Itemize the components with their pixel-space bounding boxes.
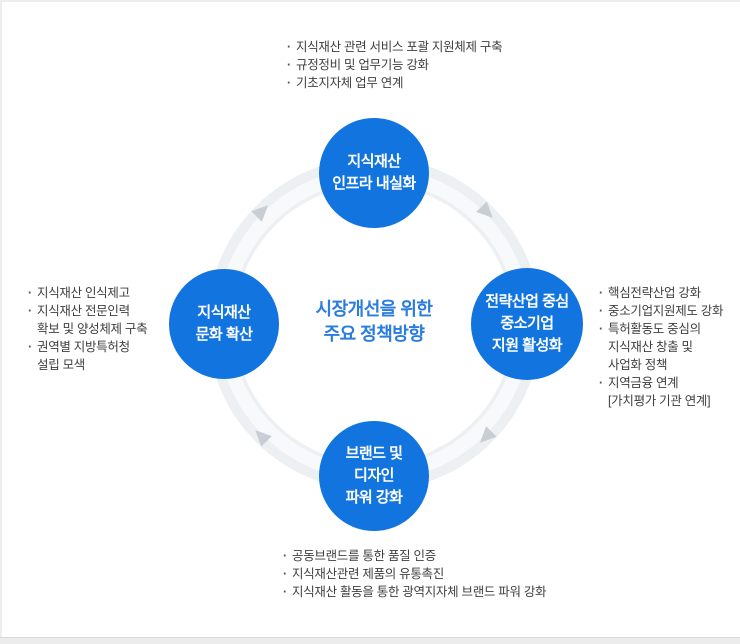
node-label-line: 지원 활성화 (491, 337, 563, 354)
list-ip-infrastructure: 지식재산 관련 서비스 포괄 지원체제 구축 규정정비 및 업무기능 강화 기초… (287, 38, 567, 92)
list-line: 지식재산 창출 및 (608, 340, 693, 354)
list-line: 지식재산 활동을 통한 광역지자체 브랜드 파워 강화 (292, 585, 547, 599)
list-line: 지식재산 전문인력 (37, 304, 130, 318)
node-label-line: 브랜드 및 (345, 445, 403, 462)
list-item: 지식재산 관련 서비스 포괄 지원체제 구축 (287, 38, 567, 56)
list-line: 지식재산 관련 서비스 포괄 지원체제 구축 (296, 40, 503, 54)
node-label: 지식재산 인프라 내실화 (332, 151, 416, 195)
node-label: 브랜드 및 디자인 파워 강화 (346, 443, 403, 509)
list-line: [가치평가 기관 연계] (608, 394, 711, 408)
node-label: 전략산업 중심 중소기업 지원 활성화 (485, 291, 569, 357)
node-sme-support: 전략산업 중심 중소기업 지원 활성화 (471, 268, 583, 380)
list-item: 공동브랜드를 통한 품질 인증 (283, 547, 583, 565)
node-label-line: 지식재산 (347, 153, 401, 170)
node-label-line: 인프라 내실화 (332, 175, 416, 192)
node-label-line: 중소기업 (500, 315, 554, 332)
list-line: 지식재산 인식제고 (37, 286, 130, 300)
list-ip-culture: 지식재산 인식제고 지식재산 전문인력 확보 및 양성체제 구축 권역별 지방특… (28, 284, 188, 374)
list-item: 지식재산 활동을 통한 광역지자체 브랜드 파워 강화 (283, 583, 583, 601)
list-line: 지식재산관련 제품의 유통촉진 (292, 567, 444, 581)
node-ip-infrastructure: 지식재산 인프라 내실화 (319, 118, 429, 228)
list-sme-support: 핵심전략산업 강화 중소기업지원제도 강화 특허활동도 중심의 지식재산 창출 … (599, 284, 739, 410)
list-line: 확보 및 양성체제 구축 (37, 322, 148, 336)
clockwise-arrow-icon (251, 205, 268, 222)
list-item: 지식재산 인식제고 (28, 284, 188, 302)
center-title-line: 주요 정책방향 (323, 324, 425, 344)
clockwise-arrow-icon (480, 426, 497, 443)
list-item: 중소기업지원제도 강화 (599, 302, 739, 320)
page-left-border (0, 0, 2, 644)
node-label-line: 디자인 (354, 467, 394, 484)
list-item: 권역별 지방특허청 설립 모색 (28, 338, 188, 374)
list-item: 핵심전략산업 강화 (599, 284, 739, 302)
page-top-border (0, 0, 740, 2)
list-item: 지역금융 연계 [가치평가 기관 연계] (599, 374, 739, 410)
node-label-line: 문화 확산 (195, 326, 253, 343)
node-label-line: 파워 강화 (345, 489, 403, 506)
list-item: 지식재산 전문인력 확보 및 양성체제 구축 (28, 302, 188, 338)
list-line: 중소기업지원제도 강화 (608, 304, 724, 318)
center-title: 시장개선을 위한 주요 정책방향 (254, 297, 494, 347)
list-item: 지식재산관련 제품의 유통촉진 (283, 565, 583, 583)
list-line: 기초지자체 업무 연계 (296, 76, 404, 90)
list-item: 기초지자체 업무 연계 (287, 74, 567, 92)
list-item: 특허활동도 중심의 지식재산 창출 및 사업화 정책 (599, 320, 739, 374)
list-line: 설립 모색 (37, 358, 85, 372)
list-brand-design: 공동브랜드를 통한 품질 인증 지식재산관련 제품의 유통촉진 지식재산 활동을… (283, 547, 583, 601)
clockwise-arrow-icon (476, 201, 493, 218)
list-line: 사업화 정책 (608, 358, 668, 372)
center-title-line: 시장개선을 위한 (315, 299, 433, 319)
list-line: 핵심전략산업 강화 (608, 286, 701, 300)
list-line: 특허활동도 중심의 (608, 322, 701, 336)
node-label: 지식재산 문화 확산 (196, 302, 253, 346)
list-line: 지역금융 연계 (608, 376, 679, 390)
list-line: 공동브랜드를 통한 품질 인증 (292, 549, 436, 563)
clockwise-arrow-icon (255, 430, 272, 447)
node-brand-design: 브랜드 및 디자인 파워 강화 (319, 421, 429, 531)
node-label-line: 전략산업 중심 (485, 293, 569, 310)
list-item: 규정정비 및 업무기능 강화 (287, 56, 567, 74)
footer-bar (0, 637, 740, 644)
node-ip-culture: 지식재산 문화 확산 (169, 269, 279, 379)
node-label-line: 지식재산 (197, 304, 251, 321)
list-line: 권역별 지방특허청 (37, 340, 130, 354)
list-line: 규정정비 및 업무기능 강화 (296, 58, 429, 72)
